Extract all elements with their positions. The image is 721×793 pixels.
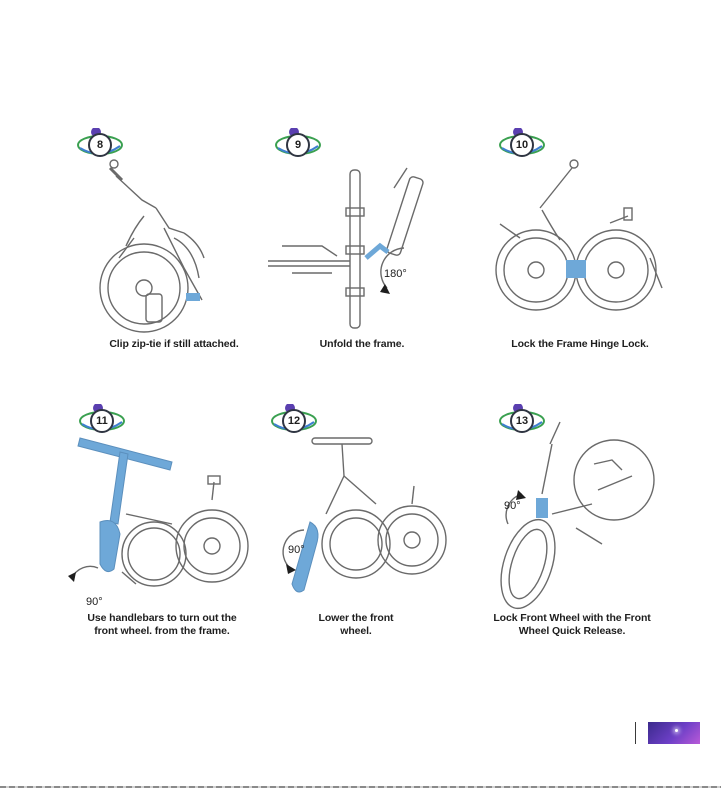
star-icon xyxy=(675,729,678,732)
step-13-illustration xyxy=(472,404,672,614)
step-8-illustration xyxy=(74,128,274,338)
step-caption: Lock Front Wheel with the Front Wheel Qu… xyxy=(472,612,672,638)
step-8: 8 Clip zip-tie if still attached. xyxy=(74,128,274,388)
step-11: 11 90° Use handleb xyxy=(62,404,262,664)
rotation-angle-label: 180° xyxy=(384,268,407,280)
step-9: 9 180° Unfold the frame. xyxy=(262,128,462,388)
step-12: 12 90° Lower the front wheel. xyxy=(256,404,456,664)
step-caption: Lock the Frame Hinge Lock. xyxy=(480,338,680,351)
galaxy-thumbnail xyxy=(648,722,700,744)
step-caption: Unfold the frame. xyxy=(262,338,462,351)
step-10: 10 Lock the Frame Hinge Lock. xyxy=(480,128,680,388)
step-9-illustration xyxy=(262,128,462,338)
step-12-illustration xyxy=(256,404,456,614)
step-10-illustration xyxy=(480,128,680,338)
step-caption: Use handlebars to turn out the front whe… xyxy=(62,612,262,638)
step-11-illustration xyxy=(62,404,262,614)
step-caption: Lower the front wheel. xyxy=(256,612,456,638)
rotation-angle-label: 90° xyxy=(86,596,103,608)
footer-rule xyxy=(0,786,721,788)
page-divider xyxy=(635,722,636,744)
rotation-angle-label: 90° xyxy=(288,544,305,556)
step-caption: Clip zip-tie if still attached. xyxy=(74,338,274,351)
step-13: 13 90° Lock Front Wheel with the Front W… xyxy=(472,404,672,664)
rotation-angle-label: 90° xyxy=(504,500,521,512)
